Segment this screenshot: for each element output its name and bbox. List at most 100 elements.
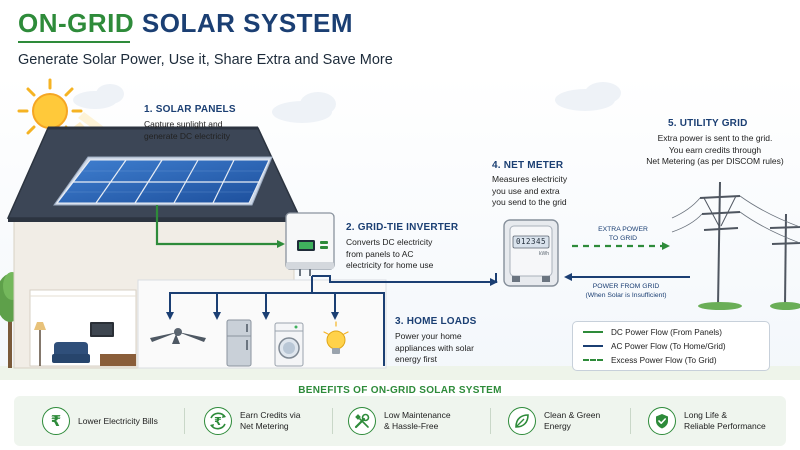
benefit-label: Earn Credits via Net Metering — [240, 410, 300, 432]
page-subtitle: Generate Solar Power, Use it, Share Extr… — [18, 52, 393, 68]
step-inverter-desc-line: electricity for home use — [346, 260, 434, 270]
ceiling-fan-icon — [150, 328, 206, 344]
step-meter-title: 4. NET METER — [492, 160, 564, 171]
rupee-icon: ₹ — [42, 407, 70, 435]
benefit-item: Clean & Green Energy — [508, 405, 600, 437]
step-panels-title: 1. SOLAR PANELS — [144, 104, 236, 115]
legend-item-dc: DC Power Flow (From Panels) — [583, 325, 722, 339]
meter-reading: 012345 — [515, 237, 547, 246]
title-underline — [18, 41, 130, 43]
benefit-item: ₹ Lower Electricity Bills — [42, 405, 158, 437]
benefit-label-line: Earn Credits via — [240, 410, 301, 420]
page-title: ON-GRID SOLAR SYSTEM — [18, 8, 353, 38]
step-inverter-title: 2. GRID-TIE INVERTER — [346, 222, 459, 233]
living-room — [34, 322, 136, 366]
legend-ac-label: AC Power Flow (To Home/Grid) — [611, 341, 726, 351]
benefit-label: Long Life & Reliable Performance — [684, 410, 766, 432]
extra-power-label-line: EXTRA POWER — [598, 226, 648, 233]
step-inverter-desc: Converts DC electricity from panels to A… — [346, 237, 433, 272]
tools-icon — [348, 407, 376, 435]
benefit-label-line: Lower Electricity Bills — [78, 415, 158, 426]
benefit-label-line: Reliable Performance — [684, 421, 766, 431]
benefit-item: Low Maintenance & Hassle-Free — [348, 405, 451, 437]
light-bulb-icon — [323, 321, 349, 354]
step-panels-desc: Capture sunlight and generate DC electri… — [144, 119, 230, 142]
benefit-divider — [490, 408, 491, 434]
ac-flow-lines — [166, 273, 690, 366]
grass — [698, 302, 800, 310]
benefit-item: Long Life & Reliable Performance — [648, 405, 766, 437]
benefit-label-line: Low Maintenance — [384, 410, 451, 420]
benefit-label-line: Net Metering — [240, 421, 289, 431]
power-from-grid-label-line: POWER FROM GRID — [592, 283, 660, 290]
legend-ac-swatch — [583, 345, 603, 347]
benefit-label-line: Clean & Green — [544, 410, 601, 420]
legend-excess-swatch — [583, 359, 603, 361]
legend-dc-label: DC Power Flow (From Panels) — [611, 327, 723, 337]
extra-power-label-line: TO GRID — [608, 234, 638, 242]
shield-shape-icon — [656, 414, 668, 429]
power-from-grid-label-line: (When Solar is Insufficient) — [585, 291, 667, 299]
leaf-shape-icon — [515, 414, 529, 428]
step-grid-desc-line: Net Metering (as per DISCOM rules) — [646, 156, 784, 166]
extra-power-label: EXTRA POWER TO GRID — [580, 226, 666, 243]
step-loads-desc-line: appliances with solar — [395, 342, 474, 353]
power-pole-icon — [699, 181, 800, 307]
step-grid-desc-line: Extra power is sent to the grid. — [657, 133, 773, 143]
sun-icon — [17, 78, 83, 144]
step-panels-desc-line: generate DC electricity — [144, 130, 230, 141]
benefit-divider — [332, 408, 333, 434]
legend-dc-swatch — [583, 331, 603, 333]
cycle-arrows-icon — [210, 412, 226, 430]
refrigerator-icon — [226, 319, 252, 367]
power-from-grid-label: POWER FROM GRID (When Solar is Insuffici… — [566, 283, 686, 300]
legend-excess-label: Excess Power Flow (To Grid) — [611, 355, 717, 365]
legend-item-ac: AC Power Flow (To Home/Grid) — [583, 339, 726, 353]
benefit-label-line: Long Life & — [684, 410, 728, 420]
benefit-item: ₹ Earn Credits via Net Metering — [204, 405, 300, 437]
benefit-divider — [630, 408, 631, 434]
step-grid-desc: Extra power is sent to the grid. You ear… — [630, 133, 800, 168]
benefit-label: Low Maintenance & Hassle-Free — [384, 410, 451, 432]
cloud-icon — [73, 82, 621, 123]
title-on-grid: ON-GRID — [18, 8, 135, 38]
step-grid-title: 5. UTILITY GRID — [668, 118, 748, 129]
benefit-label-line: Energy — [544, 421, 571, 431]
step-grid-desc-line: You earn credits through — [668, 144, 762, 155]
step-panels-desc-line: Capture sunlight and — [144, 119, 223, 129]
benefits-panel: ₹ Lower Electricity Bills ₹ Earn Credits… — [14, 396, 786, 446]
step-inverter-desc-line: Converts DC electricity — [346, 237, 433, 247]
shield-check-icon — [648, 407, 676, 435]
step-meter-desc-line: Measures electricity — [492, 174, 568, 184]
wrench-screwdriver-icon — [354, 413, 370, 429]
benefit-label-line: & Hassle-Free — [384, 421, 439, 431]
step-meter-desc: Measures electricity you use and extra y… — [492, 174, 567, 209]
step-meter-desc-line: you send to the grid — [492, 197, 567, 207]
step-loads-desc-line: Power your home — [395, 331, 462, 341]
rupee-glyph: ₹ — [214, 414, 222, 428]
dc-flow-line — [155, 205, 285, 248]
benefits-title: BENEFITS OF ON-GRID SOLAR SYSTEM — [298, 385, 502, 396]
rupee-glyph: ₹ — [50, 412, 62, 430]
title-solar-system: SOLAR SYSTEM — [141, 8, 354, 38]
inverter-icon — [285, 212, 335, 276]
step-loads-desc: Power your home appliances with solar en… — [395, 331, 474, 366]
legend-item-excess: Excess Power Flow (To Grid) — [583, 353, 717, 367]
net-meter-icon — [503, 219, 559, 287]
step-loads-title: 3. HOME LOADS — [395, 316, 477, 327]
step-inverter-desc-line: from panels to AC — [346, 248, 414, 259]
step-meter-desc-line: you use and extra — [492, 185, 560, 196]
step-loads-desc-line: energy first — [395, 354, 438, 364]
washing-machine-icon — [274, 322, 304, 367]
meter-unit: kWh — [539, 251, 549, 257]
benefit-label: Clean & Green Energy — [544, 410, 600, 432]
power-lines — [671, 195, 800, 244]
rupee-cycle-icon: ₹ — [204, 407, 232, 435]
benefit-divider — [184, 408, 185, 434]
solar-panel-array — [53, 156, 273, 206]
leaf-icon — [508, 407, 536, 435]
flow-legend: DC Power Flow (From Panels) AC Power Flo… — [572, 321, 770, 371]
benefit-label: Lower Electricity Bills — [78, 416, 158, 427]
